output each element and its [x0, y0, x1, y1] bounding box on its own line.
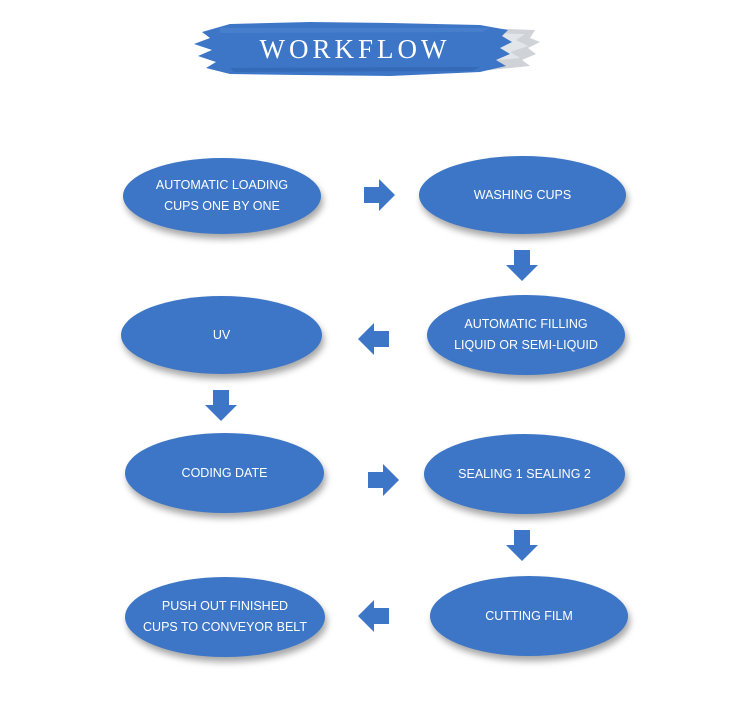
step-label: PUSH OUT FINISHED CUPS TO CONVEYOR BELT	[143, 599, 307, 634]
arrow-down-icon	[505, 248, 539, 282]
step-coding-date: CODING DATE	[125, 433, 324, 513]
brush-stroke-background	[194, 22, 540, 76]
arrow-right-icon	[366, 463, 400, 497]
step-cutting-film: CUTTING FILM	[430, 576, 628, 656]
step-washing-cups: WASHING CUPS	[419, 156, 626, 234]
step-label: SEALING 1 SEALING 2	[458, 466, 591, 481]
arrow-down-icon	[505, 528, 539, 562]
page-title: WORKFLOW	[259, 34, 451, 64]
arrow-left-icon	[357, 322, 391, 356]
arrow-right-icon	[362, 178, 396, 212]
step-sealing: SEALING 1 SEALING 2	[424, 434, 625, 514]
title-banner: WORKFLOW	[190, 18, 540, 80]
step-automatic-filling: AUTOMATIC FILLING LIQUID OR SEMI-LIQUID	[427, 295, 625, 375]
step-label: WASHING CUPS	[473, 187, 572, 202]
step-automatic-loading: AUTOMATIC LOADING CUPS ONE BY ONE	[123, 158, 321, 234]
step-label: AUTOMATIC FILLING LIQUID OR SEMI-LIQUID	[454, 317, 598, 352]
step-uv: UV	[121, 296, 322, 374]
step-push-out-finished: PUSH OUT FINISHED CUPS TO CONVEYOR BELT	[125, 577, 325, 657]
arrow-left-icon	[357, 599, 391, 633]
step-label: UV	[212, 327, 231, 342]
arrow-down-icon	[204, 388, 238, 422]
step-label: CUTTING FILM	[485, 608, 573, 623]
step-label: AUTOMATIC LOADING CUPS ONE BY ONE	[155, 178, 289, 213]
step-label: CODING DATE	[181, 465, 268, 480]
